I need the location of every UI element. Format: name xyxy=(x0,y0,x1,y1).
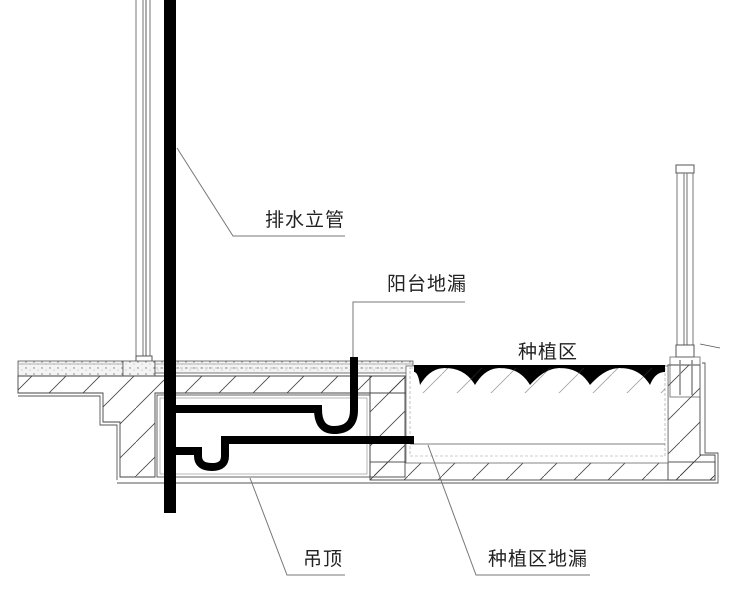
leader-drain-riser xyxy=(176,147,345,237)
leader-planter-drain xyxy=(427,444,590,576)
label-planting-area-floor-drain: 种植区地漏 xyxy=(488,548,588,570)
left-glazing-frame xyxy=(135,0,153,365)
leader-lines xyxy=(176,147,590,576)
right-glazing-frame xyxy=(669,164,721,398)
label-planting-area: 种植区 xyxy=(518,341,578,363)
balcony-drain-branch xyxy=(170,357,358,435)
leader-suspended-ceiling xyxy=(249,477,345,576)
label-drain-riser: 排水立管 xyxy=(265,209,345,231)
planter-drain-branch xyxy=(170,436,414,472)
drain-pipes xyxy=(164,0,414,513)
planter-box xyxy=(405,365,669,464)
drain-riser-pipe xyxy=(164,0,176,513)
label-suspended-ceiling: 吊顶 xyxy=(303,548,343,570)
leader-balcony-drain xyxy=(352,301,465,357)
label-balcony-floor-drain: 阳台地漏 xyxy=(387,273,467,295)
